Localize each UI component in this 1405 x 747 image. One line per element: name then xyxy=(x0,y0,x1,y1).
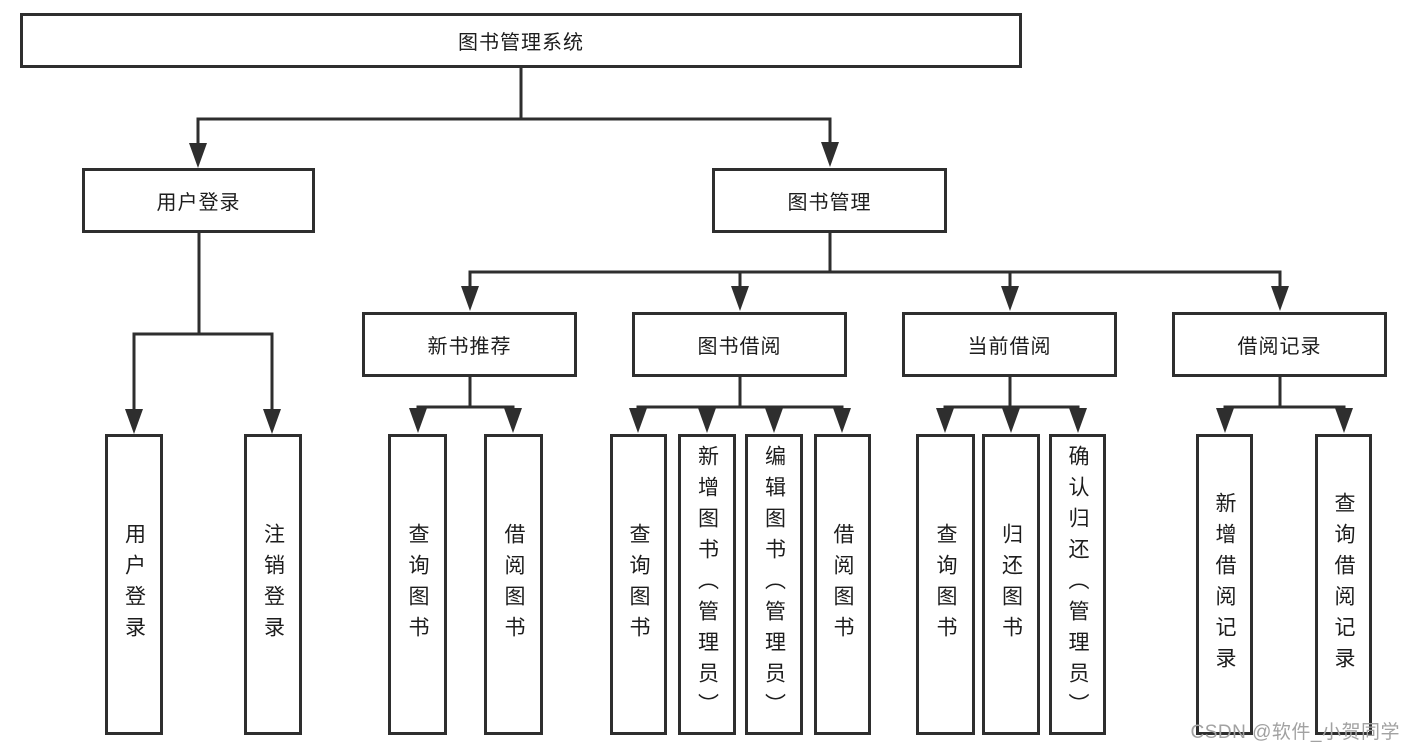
node-new-book-recommendation-label: 新书推荐 xyxy=(427,336,512,358)
node-leaf-br-add-record: 新增借阅记录 xyxy=(1196,434,1253,735)
node-leaf-nb-query-books: 查询图书 xyxy=(388,434,447,735)
node-book-borrowing: 图书借阅 xyxy=(632,312,847,377)
arrow-down-icon xyxy=(1001,286,1019,311)
arrow-down-icon xyxy=(1216,408,1234,433)
connector-current-borrow xyxy=(943,377,1080,409)
node-leaf-br-add-record-label: 新增借阅记录 xyxy=(1213,491,1236,678)
node-leaf-bb-query-books-label: 查询图书 xyxy=(627,522,650,647)
arrow-down-icon xyxy=(263,409,281,434)
node-leaf-nb-borrow-books: 借阅图书 xyxy=(484,434,543,735)
arrow-down-icon xyxy=(629,408,647,433)
connector-user-login xyxy=(132,233,274,410)
connector-book-mgmt xyxy=(468,233,1282,287)
node-user-login-label: 用户登录 xyxy=(156,192,241,214)
arrow-down-icon xyxy=(731,286,749,311)
node-leaf-cb-confirm-return: 确认归还（管理员） xyxy=(1049,434,1106,735)
node-current-borrowing: 当前借阅 xyxy=(902,312,1117,377)
node-leaf-nb-borrow-books-label: 借阅图书 xyxy=(502,522,525,647)
node-leaf-cb-query-books: 查询图书 xyxy=(916,434,975,735)
connector-borrow-records xyxy=(1223,377,1346,409)
node-new-book-recommendation: 新书推荐 xyxy=(362,312,577,377)
node-leaf-logout: 注销登录 xyxy=(244,434,302,735)
node-book-management-label: 图书管理 xyxy=(787,192,872,214)
node-borrowing-records: 借阅记录 xyxy=(1172,312,1387,377)
node-root-label: 图书管理系统 xyxy=(458,32,584,54)
node-leaf-bb-edit-books: 编辑图书（管理员） xyxy=(745,434,803,735)
arrow-down-icon xyxy=(833,408,851,433)
arrow-down-icon xyxy=(698,408,716,433)
node-leaf-bb-add-books: 新增图书（管理员） xyxy=(678,434,736,735)
connector-book-borrow xyxy=(636,377,844,409)
node-leaf-nb-query-books-label: 查询图书 xyxy=(406,522,429,647)
node-leaf-cb-return-books: 归还图书 xyxy=(982,434,1040,735)
node-leaf-bb-query-books: 查询图书 xyxy=(610,434,667,735)
arrow-down-icon xyxy=(1002,408,1020,433)
node-leaf-cb-return-books-label: 归还图书 xyxy=(999,522,1023,647)
node-leaf-br-query-record: 查询借阅记录 xyxy=(1315,434,1372,735)
arrow-down-icon xyxy=(765,408,783,433)
watermark: CSDN @软件_小贺同学 xyxy=(1190,722,1400,743)
arrow-down-icon xyxy=(409,408,427,433)
arrow-down-icon xyxy=(1069,408,1087,433)
arrow-down-icon xyxy=(936,408,954,433)
arrow-down-icon xyxy=(821,142,839,167)
node-leaf-logout-label: 注销登录 xyxy=(261,522,285,647)
node-leaf-user-login-label: 用户登录 xyxy=(122,522,146,647)
node-book-borrowing-label: 图书借阅 xyxy=(697,336,782,358)
connector-root xyxy=(196,68,832,144)
node-current-borrowing-label: 当前借阅 xyxy=(967,336,1052,358)
node-root: 图书管理系统 xyxy=(20,13,1022,68)
node-leaf-cb-confirm-return-label: 确认归还（管理员） xyxy=(1066,445,1089,724)
node-leaf-cb-query-books-label: 查询图书 xyxy=(934,522,957,647)
node-leaf-br-query-record-label: 查询借阅记录 xyxy=(1332,491,1355,678)
arrow-down-icon xyxy=(125,409,143,434)
connector-new-books xyxy=(416,377,515,409)
node-borrowing-records-label: 借阅记录 xyxy=(1237,336,1322,358)
node-book-management: 图书管理 xyxy=(712,168,947,233)
node-leaf-bb-add-books-label: 新增图书（管理员） xyxy=(695,445,719,724)
arrow-down-icon xyxy=(461,286,479,311)
arrow-down-icon xyxy=(1335,408,1353,433)
node-leaf-user-login: 用户登录 xyxy=(105,434,163,735)
node-leaf-bb-borrow-books: 借阅图书 xyxy=(814,434,871,735)
arrow-down-icon xyxy=(1271,286,1289,311)
arrowheads xyxy=(125,142,1353,434)
node-leaf-bb-borrow-books-label: 借阅图书 xyxy=(831,522,854,647)
arrow-down-icon xyxy=(189,143,207,168)
node-leaf-bb-edit-books-label: 编辑图书（管理员） xyxy=(762,445,786,724)
arrow-down-icon xyxy=(504,408,522,433)
node-user-login: 用户登录 xyxy=(82,168,315,233)
